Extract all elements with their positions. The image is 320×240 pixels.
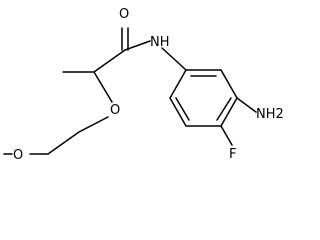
ring-double-inner-3 (175, 97, 190, 121)
bond-n-ring (161, 47, 187, 71)
ring-double-inner-2 (216, 97, 232, 121)
ring-bond-3 (220, 97, 238, 127)
bond-carbonyl-alpha (93, 49, 126, 73)
bond-alpha-ether-o (93, 71, 113, 103)
bond-ether-o-ch2 (78, 116, 109, 133)
ring-bond-6 (169, 69, 187, 99)
bond-ch2-ch2 (47, 131, 80, 155)
ring-bond-5 (169, 97, 187, 127)
carbonyl-oxygen-label: O (119, 7, 129, 22)
molecule-diagram: O NH O O NH2 F (3, 7, 284, 163)
methoxy-oxygen-label: O (13, 148, 23, 163)
ring-bond-2 (220, 69, 238, 99)
bond-ring-f (220, 125, 233, 146)
amide-nh-label: NH (150, 35, 170, 50)
amino-group-label: NH2 (256, 107, 284, 122)
bond-carbonyl-n (124, 40, 151, 51)
fluorine-label: F (229, 147, 236, 162)
ether-oxygen-label: O (110, 103, 120, 118)
bond-ring-nh2 (236, 97, 257, 113)
